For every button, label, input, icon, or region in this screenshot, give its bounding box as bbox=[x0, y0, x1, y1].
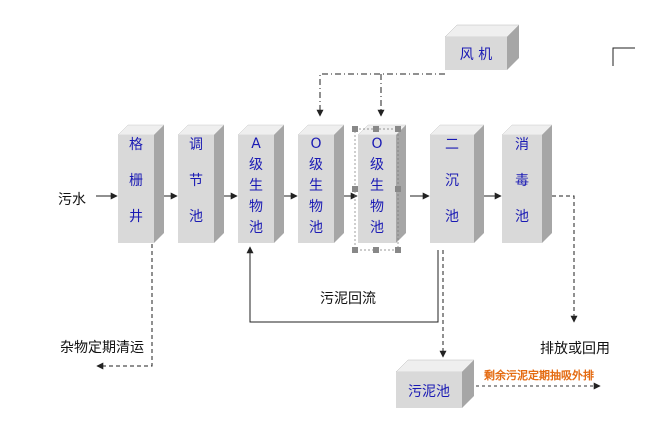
unit-front-face bbox=[118, 135, 154, 243]
unit-label-char: 池 bbox=[370, 220, 384, 236]
unit-side-face bbox=[334, 125, 344, 243]
unit-label-char: 毒 bbox=[515, 173, 529, 189]
unit-label-char: 沉 bbox=[445, 173, 459, 189]
unit-secondary-clarifier: 二沉池 bbox=[429, 124, 485, 243]
discharge-label: 排放或回用 bbox=[540, 341, 610, 357]
unit-label-char: 井 bbox=[129, 209, 143, 225]
unit-front-face bbox=[178, 135, 214, 243]
flow-arrows bbox=[164, 192, 578, 323]
unit-disinfection-tank: 消毒池 bbox=[501, 124, 553, 243]
sludge-tank-box: 污泥池 bbox=[395, 359, 475, 408]
unit-label-char: O bbox=[310, 136, 321, 152]
unit-label-char: 消 bbox=[515, 137, 529, 153]
unit-label-char: 调 bbox=[189, 137, 203, 153]
selection-frame bbox=[352, 126, 401, 253]
air-supply-line bbox=[316, 73, 445, 117]
unit-front-face bbox=[430, 135, 474, 243]
unit-label-char: 栅 bbox=[129, 173, 143, 189]
unit-side-face bbox=[396, 125, 406, 243]
unit-front-face bbox=[238, 135, 274, 243]
unit-side-face bbox=[474, 125, 484, 243]
unit-label-char: 级 bbox=[309, 157, 323, 173]
unit-label-char: 节 bbox=[189, 173, 203, 189]
unit-side-face bbox=[542, 125, 552, 243]
unit-label-char: 格 bbox=[129, 137, 143, 153]
sludge-tank-label: 污泥池 bbox=[408, 384, 450, 400]
unit-label-char: O bbox=[371, 136, 382, 152]
unit-label-char: 物 bbox=[309, 199, 323, 215]
unit-side-face bbox=[214, 125, 224, 243]
unit-front-face bbox=[298, 135, 334, 243]
unit-label-char: 级 bbox=[370, 157, 384, 173]
excess-sludge-label: 剩余污泥定期抽吸外排 bbox=[484, 368, 594, 382]
unit-label-char: 二 bbox=[445, 137, 459, 153]
blower-label: 风 机 bbox=[460, 47, 492, 63]
unit-front-face bbox=[502, 135, 542, 243]
unit-label-char: 物 bbox=[249, 199, 263, 215]
unit-label-char: 物 bbox=[370, 199, 384, 215]
unit-front-face bbox=[358, 135, 396, 243]
unit-label-char: 池 bbox=[515, 209, 529, 225]
corner-mark bbox=[612, 47, 635, 66]
unit-label-char: A bbox=[251, 136, 261, 152]
unit-label-char: 池 bbox=[309, 220, 323, 236]
sludge-return-line bbox=[246, 246, 439, 323]
unit-label-char: 池 bbox=[249, 220, 263, 236]
unit-label-char: 生 bbox=[249, 178, 263, 194]
unit-label-char: 池 bbox=[189, 209, 203, 225]
debris-label: 杂物定期清运 bbox=[60, 340, 144, 356]
unit-label-char: 生 bbox=[309, 178, 323, 194]
unit-label-char: 池 bbox=[445, 209, 459, 225]
unit-side-face bbox=[274, 125, 284, 243]
unit-side-face bbox=[154, 125, 164, 243]
sludge-return-label: 污泥回流 bbox=[320, 291, 376, 307]
blower-box: 风 机 bbox=[444, 24, 520, 70]
unit-label-char: 级 bbox=[249, 157, 263, 173]
debris-line bbox=[96, 244, 153, 370]
unit-label-char: 生 bbox=[370, 178, 384, 194]
inlet-label: 污水 bbox=[58, 192, 86, 208]
unit-grid-well: 格栅井 bbox=[117, 124, 165, 243]
unit-equalization-tank: 调节池 bbox=[177, 124, 225, 243]
